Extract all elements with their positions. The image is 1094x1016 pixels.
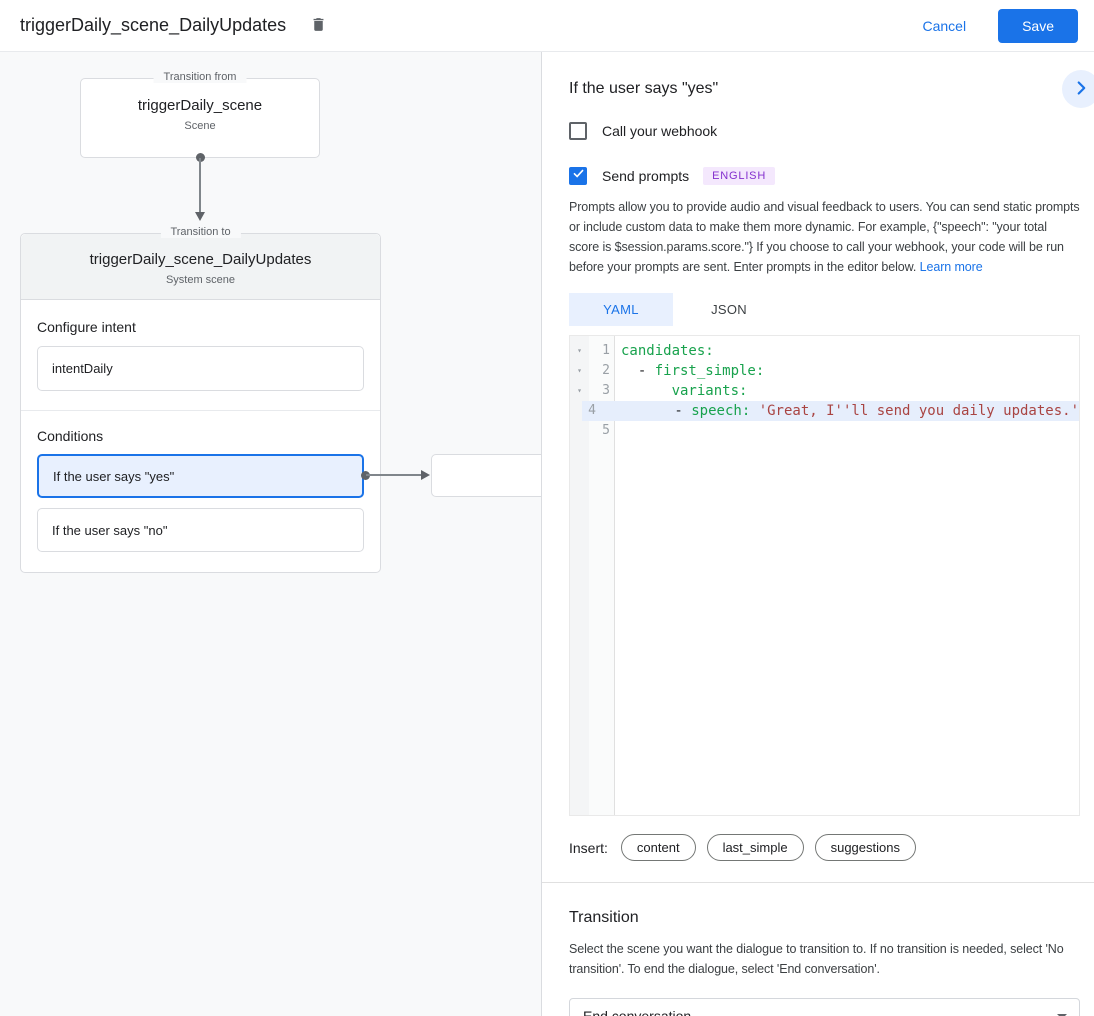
cancel-button[interactable]: Cancel xyxy=(906,10,982,42)
flow-node-transition-from[interactable]: Transition from triggerDaily_scene Scene xyxy=(80,71,320,162)
webhook-label: Call your webhook xyxy=(602,123,718,139)
fold-arrow-icon[interactable]: ▾ xyxy=(577,346,582,355)
condition-detail-panel: If the user says "yes" Call your webhook… xyxy=(541,52,1094,1016)
editor-line[interactable]: ▾ 2 - first_simple: xyxy=(570,361,1079,381)
chevron-right-icon xyxy=(1070,77,1092,102)
line-number: 2 xyxy=(602,363,610,378)
scene-card-header: triggerDaily_scene_DailyUpdates System s… xyxy=(21,234,380,300)
to-scene-name: triggerDaily_scene_DailyUpdates xyxy=(89,251,312,268)
tab-yaml[interactable]: YAML xyxy=(569,293,673,326)
send-prompts-checkbox-row[interactable]: Send prompts ENGLISH xyxy=(569,167,1078,185)
line-number: 4 xyxy=(582,401,601,421)
conditions-label: Conditions xyxy=(37,428,104,444)
send-prompts-checkbox[interactable] xyxy=(569,167,587,185)
checkmark-icon xyxy=(572,167,585,185)
trash-icon xyxy=(310,15,327,37)
line-number: 3 xyxy=(602,383,610,398)
editor-line[interactable]: 5 xyxy=(570,421,1079,441)
line-number: 5 xyxy=(602,423,610,438)
code-line-content: - first_simple: xyxy=(621,363,765,379)
from-scene-name: triggerDaily_scene xyxy=(137,97,263,114)
flow-diagram-panel: Transition from triggerDaily_scene Scene… xyxy=(0,52,541,1016)
connector-line-vertical xyxy=(199,158,201,212)
code-line-content: - speech: 'Great, I''ll send you daily u… xyxy=(600,401,1079,421)
flow-node-target[interactable] xyxy=(431,454,541,497)
save-button[interactable]: Save xyxy=(998,8,1078,43)
prompts-description: Prompts allow you to provide audio and v… xyxy=(569,197,1080,277)
from-scene-type: Scene xyxy=(184,120,216,132)
configure-intent-label: Configure intent xyxy=(37,319,136,335)
code-line-content xyxy=(615,421,1079,441)
webhook-checkbox-row[interactable]: Call your webhook xyxy=(569,122,1078,140)
code-line-content: candidates: xyxy=(621,343,714,359)
top-bar: triggerDaily_scene_DailyUpdates Cancel S… xyxy=(0,0,1094,52)
prompts-description-text: Prompts allow you to provide audio and v… xyxy=(569,200,1080,274)
language-badge: ENGLISH xyxy=(703,167,776,185)
editor-format-tabs: YAML JSON xyxy=(569,293,1078,326)
page-title: triggerDaily_scene_DailyUpdates xyxy=(20,15,287,35)
transition-dropdown-value: End conversation xyxy=(583,1008,692,1016)
tab-json[interactable]: JSON xyxy=(711,302,747,317)
transition-to-legend: Transition to xyxy=(160,226,241,238)
code-editor[interactable]: ▾ 1 candidates: ▾ 2 - first_simple: ▾ 3 varian… xyxy=(569,335,1080,816)
connector-dot-right xyxy=(361,471,370,480)
editor-line[interactable]: 4 - speech: 'Great, I''ll send you daily… xyxy=(570,401,1079,421)
flow-node-transition-to[interactable]: Transition to triggerDaily_scene_DailyUp… xyxy=(20,226,381,573)
send-prompts-label: Send prompts xyxy=(602,168,690,184)
to-scene-type: System scene xyxy=(165,274,236,286)
intent-item[interactable]: intentDaily xyxy=(37,346,364,391)
editor-line[interactable]: ▾ 3 variants: xyxy=(570,381,1079,401)
detail-title: If the user says "yes" xyxy=(569,80,719,97)
scene-card-body: Configure intent intentDaily Conditions … xyxy=(21,300,380,552)
insert-chip-content[interactable]: content xyxy=(620,834,696,861)
insert-row: Insert: content last_simple suggestions xyxy=(569,834,1078,861)
transition-dropdown[interactable]: End conversation xyxy=(569,998,1080,1016)
arrowhead-right-icon xyxy=(421,470,430,480)
transition-from-legend: Transition from xyxy=(153,71,247,83)
insert-label: Insert: xyxy=(569,839,608,856)
learn-more-link[interactable]: Learn more xyxy=(919,260,983,274)
dropdown-caret-icon xyxy=(1057,1013,1067,1016)
editor-fold-gutter xyxy=(570,336,589,815)
code-line-content: variants: xyxy=(671,383,748,399)
insert-chip-suggestions[interactable]: suggestions xyxy=(814,834,916,861)
line-number: 1 xyxy=(602,343,610,358)
fold-gutter-cell xyxy=(570,421,589,441)
fold-gutter-cell xyxy=(570,401,582,421)
section-divider xyxy=(542,882,1094,883)
fold-arrow-icon[interactable]: ▾ xyxy=(577,386,582,395)
editor-line[interactable]: ▾ 1 candidates: xyxy=(570,341,1079,361)
webhook-checkbox[interactable] xyxy=(569,122,587,140)
arrowhead-down-icon xyxy=(195,212,205,221)
fold-arrow-icon[interactable]: ▾ xyxy=(577,366,582,375)
insert-chip-last-simple[interactable]: last_simple xyxy=(706,834,804,861)
code-editor-lines: ▾ 1 candidates: ▾ 2 - first_simple: ▾ 3 varian… xyxy=(570,336,1079,441)
collapse-panel-button[interactable] xyxy=(1062,70,1094,108)
connector-dot-bottom xyxy=(196,153,205,162)
condition-item-no[interactable]: If the user says "no" xyxy=(37,508,364,552)
card-divider xyxy=(21,410,380,411)
transition-description: Select the scene you want the dialogue t… xyxy=(569,942,1064,976)
connector-line-horizontal xyxy=(366,474,422,476)
condition-item-yes[interactable]: If the user says "yes" xyxy=(37,454,364,498)
delete-button[interactable] xyxy=(304,12,332,40)
transition-section-title: Transition xyxy=(569,909,639,926)
